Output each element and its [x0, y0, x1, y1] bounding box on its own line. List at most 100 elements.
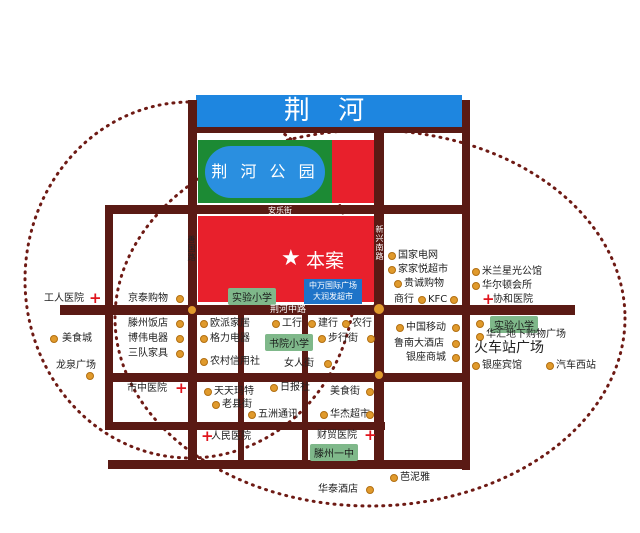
poi-dot: [212, 401, 220, 409]
poi-dot: [367, 335, 375, 343]
poi-renmin-yiyuan: 人民医院: [211, 431, 251, 442]
road-mid-south: [105, 373, 470, 382]
poi-wuzhou-tongxun: 五洲通讯: [258, 409, 298, 420]
poi-dot: [546, 362, 554, 370]
poi-dot: [452, 340, 460, 348]
intersection-node-ne: [372, 302, 386, 316]
river: 荆 河: [196, 95, 462, 127]
poi-oupai-jiaju: 欧派家居: [210, 318, 250, 329]
road-west: [105, 205, 113, 430]
poi-guojia-dianwang: 国家电网: [398, 250, 438, 261]
road-inner-a: [238, 315, 244, 465]
poi-dot: [388, 252, 396, 260]
school-shuyuan: 书院小学: [265, 334, 313, 351]
poi-dot: [272, 320, 280, 328]
poi-caimao-yiyuan: 财贸医院: [317, 430, 357, 441]
intersection-node-nw: [186, 304, 198, 316]
poi-dot: [366, 411, 374, 419]
hospital-cross-icon: +: [201, 427, 214, 445]
mall-badge-line1: 中万国际广场: [309, 281, 357, 290]
road-jinghe-middle: [60, 305, 575, 315]
poi-dot: [472, 282, 480, 290]
poi-xiehe-yiyuan: 协和医院: [493, 294, 533, 305]
road-south: [105, 422, 385, 430]
poi-sanjiao-jiaju: 三队家具: [128, 348, 168, 359]
poi-meishi-cheng: 美食城: [62, 333, 92, 344]
poi-yinzuo-shangcheng: 银座商城: [406, 352, 446, 363]
park-pond: 荆 河 公 园: [205, 146, 325, 198]
project-name: 本案: [306, 250, 345, 272]
poi-dot: [396, 324, 404, 332]
hospital-cross-icon: +: [89, 289, 102, 307]
poi-feng-ya: 芭泥雅: [400, 472, 430, 483]
road-label-jinghe-middle: 荆河中路: [270, 305, 307, 315]
road-anle-street: [105, 205, 470, 214]
poi-dot: [176, 295, 184, 303]
poi-dot: [450, 296, 458, 304]
project-block-north: [332, 140, 374, 203]
poi-gongren-yiyuan: 工人医院: [44, 293, 84, 304]
poi-huochezhan-guangchang: 火车站广场: [474, 340, 544, 356]
poi-tengzhou-fandian: 滕州饭店: [128, 318, 168, 329]
poi-kfc: KFC: [428, 294, 448, 305]
poi-dot: [86, 372, 94, 380]
poi-dot: [366, 486, 374, 494]
poi-dot: [270, 384, 278, 392]
poi-lunan-dajiudian: 鲁南大酒店: [394, 338, 444, 349]
poi-zhongguo-yidong: 中国移动: [406, 322, 446, 333]
intersection-node-s: [373, 369, 385, 381]
school-shiyan-right: 实验小学: [490, 316, 538, 333]
poi-dot: [248, 411, 256, 419]
poi-dot: [342, 320, 350, 328]
poi-shizhong-yiyuan: 市中医院: [127, 383, 167, 394]
poi-ribao-she: 日报社: [280, 382, 310, 393]
poi-yinzuo-binguan: 银座宾馆: [482, 360, 522, 371]
poi-dot: [200, 320, 208, 328]
poi-gonghang: 工行: [282, 318, 302, 329]
poi-guicheng-gouwu: 贵诚购物: [404, 278, 444, 289]
poi-dot: [200, 358, 208, 366]
hospital-cross-icon: +: [364, 426, 377, 444]
poi-geli-dianqi: 格力电器: [210, 333, 250, 344]
road-label-xinxing-south: 新兴南路: [375, 225, 384, 261]
road-far-south: [108, 460, 470, 469]
poi-dot: [476, 333, 484, 341]
poi-nonghang: 农行: [352, 318, 372, 329]
poi-dot: [324, 360, 332, 368]
road-east: [462, 100, 470, 470]
poi-jingtai-gouwu: 京泰购物: [128, 293, 168, 304]
road-xinxing-south: [374, 133, 384, 463]
project-star-icon: ★: [281, 246, 301, 271]
poi-bowei-dianqi: 博伟电器: [128, 333, 168, 344]
school-shiyan-left: 实验小学: [228, 288, 276, 305]
poi-dot: [200, 335, 208, 343]
poi-milan-xingguang: 米兰星光公馆: [482, 266, 542, 277]
hospital-cross-icon: +: [482, 290, 495, 308]
mall-badge: 中万国际广场 大润发超市: [304, 279, 362, 304]
poi-dot: [452, 354, 460, 362]
poi-jianhang: 建行: [318, 318, 338, 329]
poi-dot: [390, 474, 398, 482]
poi-dot: [318, 335, 326, 343]
poi-nongcun-xinyongshe: 农村信用社: [210, 356, 260, 367]
poi-dot: [176, 335, 184, 343]
poi-dot: [418, 296, 426, 304]
poi-jiajiayue-chaoshi: 家家悦超市: [398, 264, 448, 275]
road-label-shanguo: 善国路: [187, 235, 196, 262]
poi-buxing-jie: 步行街: [328, 333, 358, 344]
poi-dot: [50, 335, 58, 343]
road-label-anle: 安乐街: [268, 206, 292, 215]
poi-huajie-chaoshi: 华杰超市: [330, 409, 370, 420]
poi-laoxian-jie: 老县街: [222, 399, 252, 410]
poi-dot: [472, 268, 480, 276]
poi-dot: [388, 266, 396, 274]
poi-huatai-jiudian: 华泰酒店: [318, 484, 358, 495]
poi-shanghang: 商行: [394, 294, 414, 305]
poi-dot: [472, 362, 480, 370]
poi-dot: [476, 320, 484, 328]
school-tengzhou-yizhong: 滕州一中: [310, 444, 358, 461]
poi-dot: [176, 320, 184, 328]
poi-tiantian-mate: 天天玛特: [214, 386, 254, 397]
road-inner-b: [302, 315, 308, 465]
